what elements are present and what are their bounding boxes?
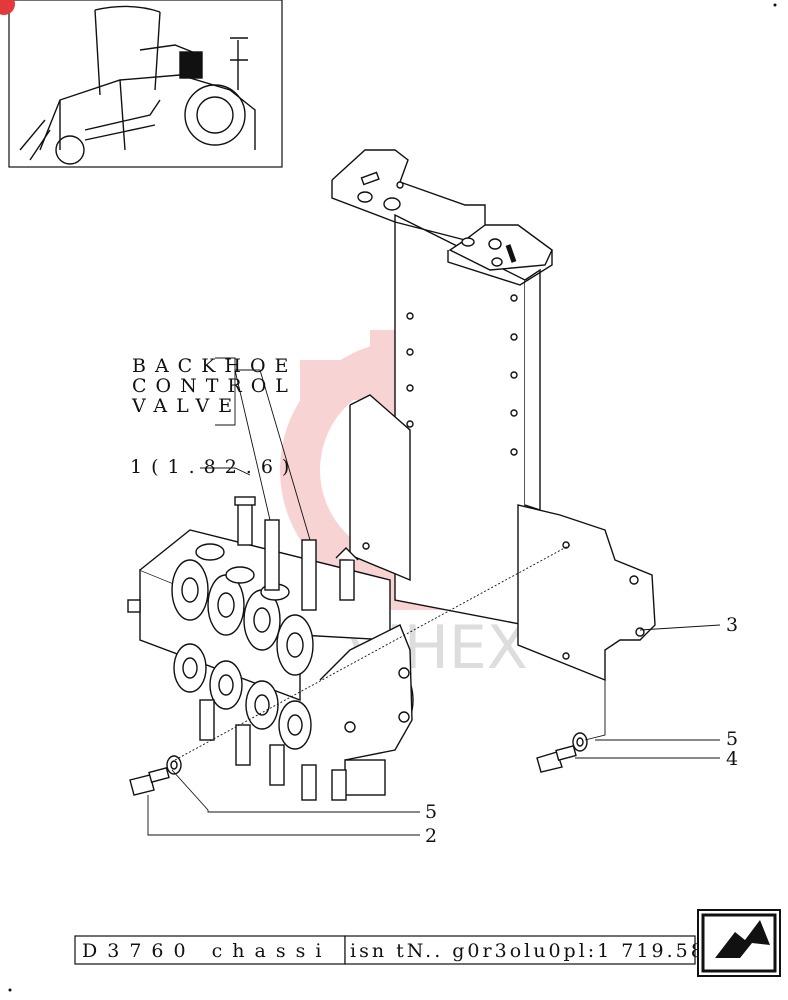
footer-ref: isn tN.. g0r3olu0pl:1 719.582.6 (350, 940, 745, 962)
group-name-line2: CONTROL (132, 375, 297, 397)
corner-dot (8, 988, 12, 992)
callout-3: 3 (726, 614, 738, 636)
bolt-right[interactable] (536, 744, 577, 773)
callout-5-left: 5 (425, 801, 437, 823)
callout-5-right: 5 (726, 728, 738, 750)
backhoe-control-valve[interactable] (127, 496, 414, 801)
group-ref[interactable]: 1(1.82.6) (130, 456, 298, 478)
red-dot-icon (0, 0, 15, 15)
group-name-line1: BACKHOE (132, 355, 297, 377)
callout-4: 4 (726, 748, 738, 770)
washer-right[interactable] (572, 732, 588, 752)
thumbnail-inset[interactable] (0, 0, 283, 168)
next-page-arrow-icon[interactable] (697, 909, 781, 977)
footer-model: D3760 chassi (82, 940, 331, 962)
callout-2: 2 (425, 825, 437, 847)
footer-bar: D3760 chassi isn tN.. g0r3olu0pl:1 719.5… (74, 935, 745, 965)
corner-dot (773, 3, 777, 7)
group-name-line3: VALVE (131, 395, 241, 417)
tractor-sketch-icon (19, 5, 256, 165)
bolt-left[interactable] (129, 766, 170, 796)
leader-lines (147, 357, 721, 836)
mounting-bracket[interactable] (331, 149, 656, 682)
washer-left[interactable] (166, 755, 182, 775)
